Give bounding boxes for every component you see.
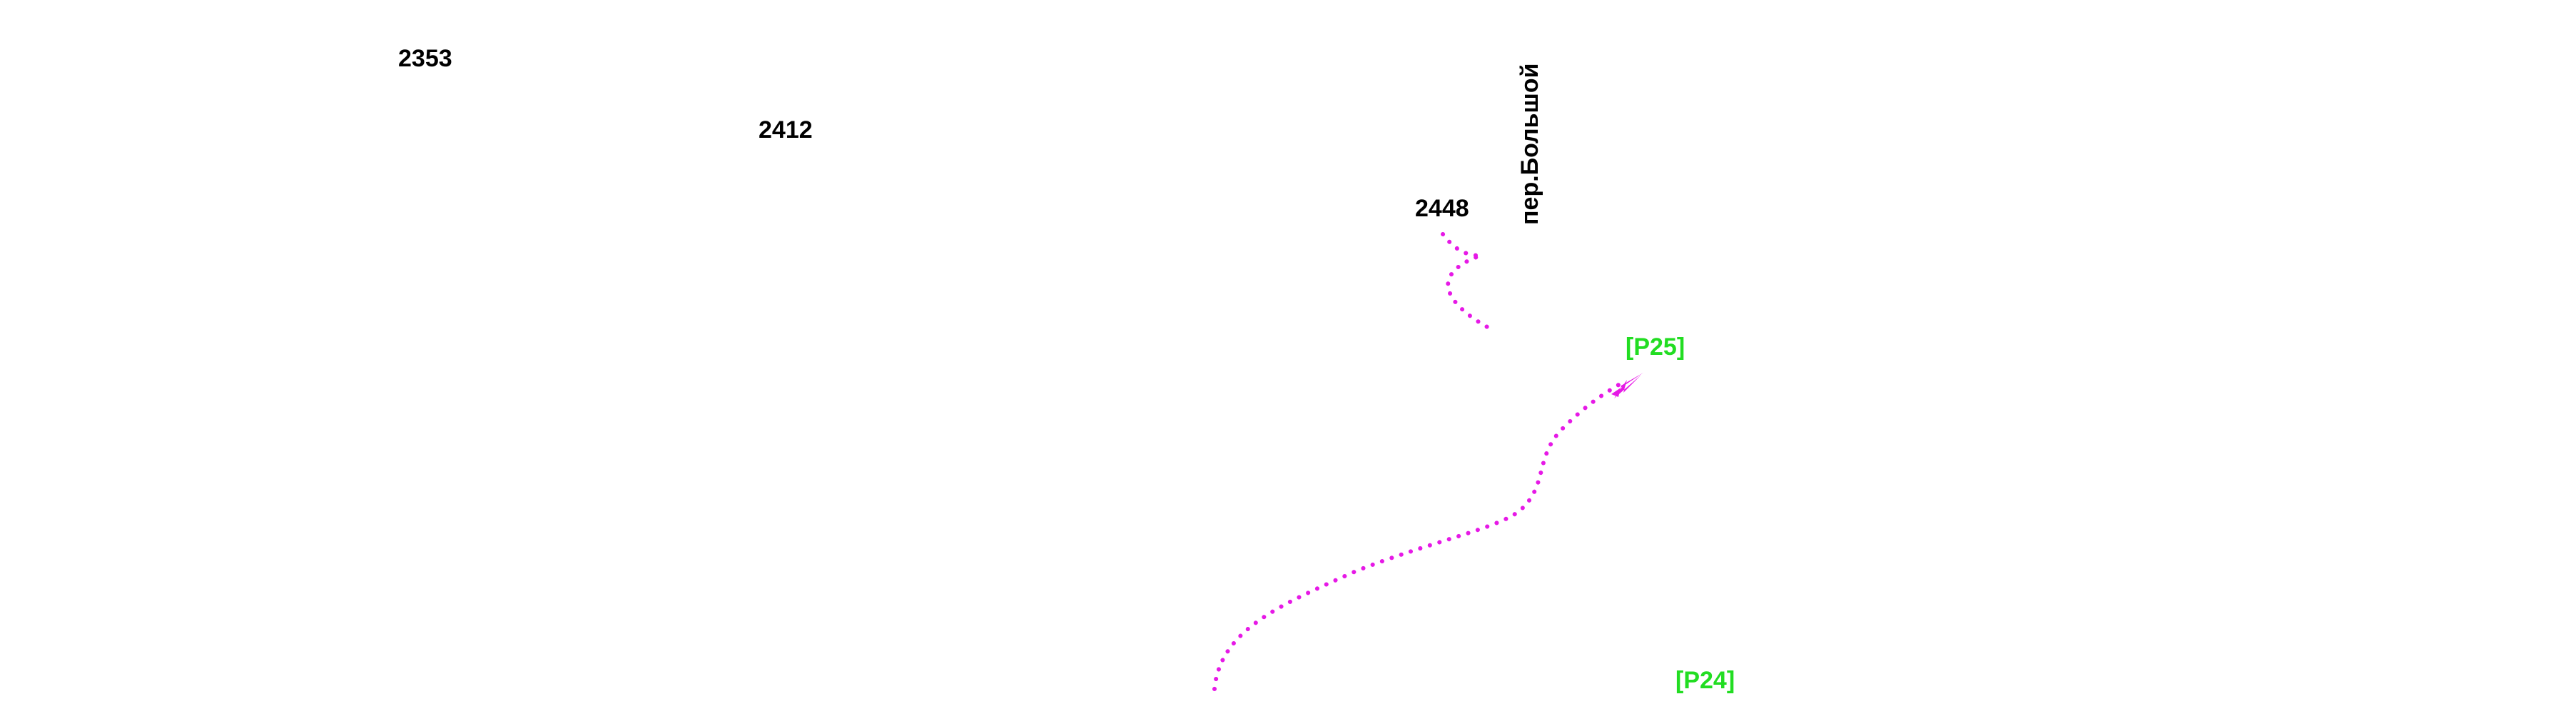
house-number-label: 2412 xyxy=(759,116,813,144)
route-arrow-icon xyxy=(1614,375,1641,398)
route-segment-long[interactable] xyxy=(1212,380,1626,691)
house-number-label: 2353 xyxy=(398,45,452,72)
street-name-label: пер.Большой xyxy=(1516,63,1543,225)
house-number-label: 2448 xyxy=(1415,195,1469,222)
marker-label-p25[interactable]: [P25] xyxy=(1626,333,1685,361)
marker-label-p24[interactable]: [P24] xyxy=(1675,667,1735,694)
route-arrowhead-icon xyxy=(1611,373,1643,397)
